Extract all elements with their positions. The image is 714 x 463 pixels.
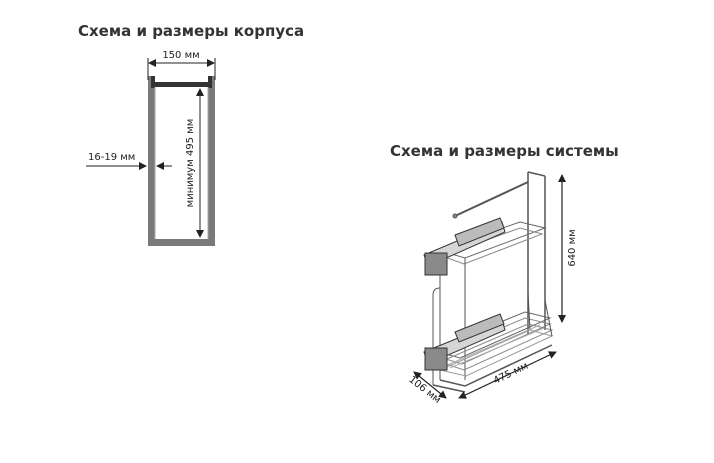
cabinet-height-dimension: минимум 495 мм xyxy=(185,88,204,238)
cabinet-top-rail xyxy=(155,82,208,87)
cabinet-diagram-title: Схема и размеры корпуса xyxy=(78,22,305,40)
system-width-label: 106 мм xyxy=(406,374,442,406)
system-height-label: 640 мм xyxy=(567,229,578,266)
cabinet-height-label: минимум 495 мм xyxy=(185,119,196,208)
system-height-dimension: 640 мм xyxy=(558,174,578,323)
pullout-basket-illustration xyxy=(423,171,554,393)
cabinet-width-label: 150 мм xyxy=(162,50,199,61)
system-diagram-title: Схема и размеры системы xyxy=(390,142,619,160)
cabinet-schematic xyxy=(148,76,215,246)
cabinet-wall-label: 16-19 мм xyxy=(88,152,135,163)
cabinet-wall-dimension: 16-19 мм xyxy=(86,152,172,170)
cabinet-width-dimension: 150 мм xyxy=(147,50,216,80)
cabinet-bottom xyxy=(148,239,215,246)
cabinet-right-wall xyxy=(208,76,215,246)
cabinet-left-wall xyxy=(148,76,155,246)
